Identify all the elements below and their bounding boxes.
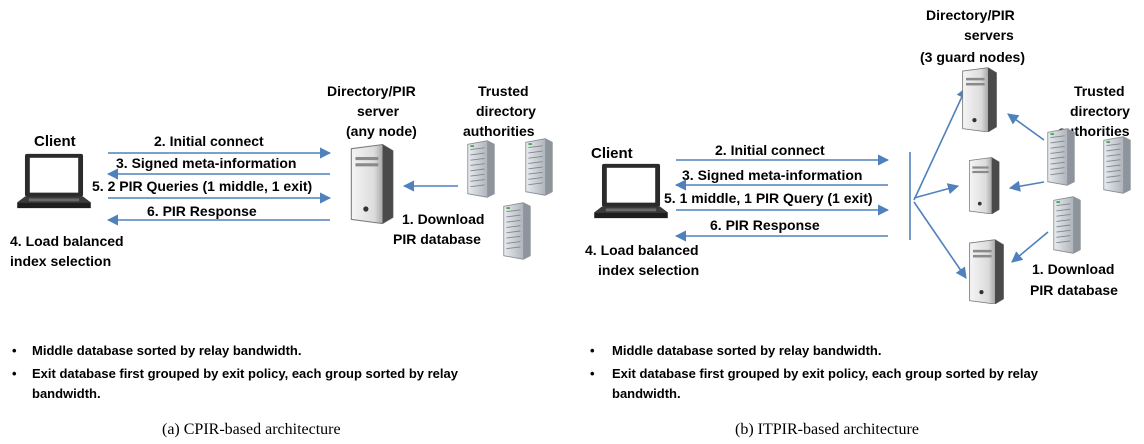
authorities-label-2: directory <box>476 103 536 119</box>
load-balance-label-1: 4. Load balanced <box>10 233 124 249</box>
msg-signed-meta: 3. Signed meta-information <box>116 155 296 171</box>
arrow-auth-to-guard-2 <box>1008 180 1045 192</box>
bullet-glyph: • <box>12 343 17 358</box>
guard-server-icon <box>969 239 1004 304</box>
directory-authority-icon <box>525 138 553 196</box>
authorities-label-3: authorities <box>1058 123 1130 139</box>
arrow-to-guard-3 <box>913 201 967 279</box>
laptop-icon <box>17 153 91 209</box>
bullet-glyph: • <box>12 366 17 381</box>
panel-a: Client 2. Initial connect 3. Signed meta… <box>10 83 553 438</box>
msg-pir-response: 6. PIR Response <box>710 217 820 233</box>
caption-a: (a) CPIR-based architecture <box>162 421 341 438</box>
bullet-exit-db-cont: bandwidth. <box>32 386 101 401</box>
directory-authority-icon <box>1047 128 1075 186</box>
authorities-label-1: Trusted <box>478 83 529 99</box>
directory-authority-icon <box>503 202 531 260</box>
servers-label-1: Directory/PIR <box>926 7 1015 23</box>
download-label-2: PIR database <box>393 231 481 247</box>
load-balance-label-2: index selection <box>10 253 111 269</box>
download-label-2: PIR database <box>1030 282 1118 298</box>
guard-server-icon <box>962 67 997 132</box>
bullet-exit-db-cont: bandwidth. <box>612 386 681 401</box>
bullet-glyph: • <box>590 343 595 358</box>
server-icon <box>350 143 394 224</box>
arrow-auth-to-guard-3 <box>1011 231 1049 263</box>
msg-pir-query: 5. 1 middle, 1 PIR Query (1 exit) <box>664 190 873 206</box>
server-label-1: Directory/PIR <box>327 83 416 99</box>
msg-signed-meta: 3. Signed meta-information <box>682 167 862 183</box>
server-label-2: server <box>357 103 400 119</box>
download-label-1: 1. Download <box>1032 261 1114 277</box>
server-label-3: (any node) <box>346 123 417 139</box>
bullet-middle-db: Middle database sorted by relay bandwidt… <box>612 343 881 358</box>
laptop-icon <box>594 163 668 219</box>
directory-authority-icon <box>467 140 495 198</box>
msg-pir-response: 6. PIR Response <box>147 203 257 219</box>
msg-initial-connect: 2. Initial connect <box>154 133 264 149</box>
authorities-label-3: authorities <box>463 123 535 139</box>
bullet-exit-db: Exit database first grouped by exit poli… <box>32 366 459 381</box>
directory-authority-icon <box>1103 136 1131 194</box>
load-balance-label-2: index selection <box>598 262 699 278</box>
client-label: Client <box>34 133 76 150</box>
arrow-auth-to-guard-1 <box>1007 113 1045 141</box>
load-balance-label-1: 4. Load balanced <box>585 242 699 258</box>
authorities-label-1: Trusted <box>1074 83 1125 99</box>
servers-label-3: (3 guard nodes) <box>920 49 1025 65</box>
directory-authority-icon <box>1053 196 1081 254</box>
guard-server-icon <box>968 157 1000 214</box>
bullet-exit-db: Exit database first grouped by exit poli… <box>612 366 1039 381</box>
caption-b: (b) ITPIR-based architecture <box>735 421 919 438</box>
panel-b: Client 2. Initial connect 3. Signed meta… <box>585 7 1131 438</box>
servers-label-2: servers <box>964 27 1014 43</box>
client-label: Client <box>591 145 633 162</box>
bullet-middle-db: Middle database sorted by relay bandwidt… <box>32 343 301 358</box>
arrow-to-guard-1 <box>913 86 967 201</box>
authorities-label-2: directory <box>1070 103 1130 119</box>
msg-pir-queries: 5. 2 PIR Queries (1 middle, 1 exit) <box>92 178 312 194</box>
arrow-to-guard-2 <box>913 183 960 199</box>
download-label-1: 1. Download <box>402 211 484 227</box>
msg-initial-connect: 2. Initial connect <box>715 142 825 158</box>
bullet-glyph: • <box>590 366 595 381</box>
